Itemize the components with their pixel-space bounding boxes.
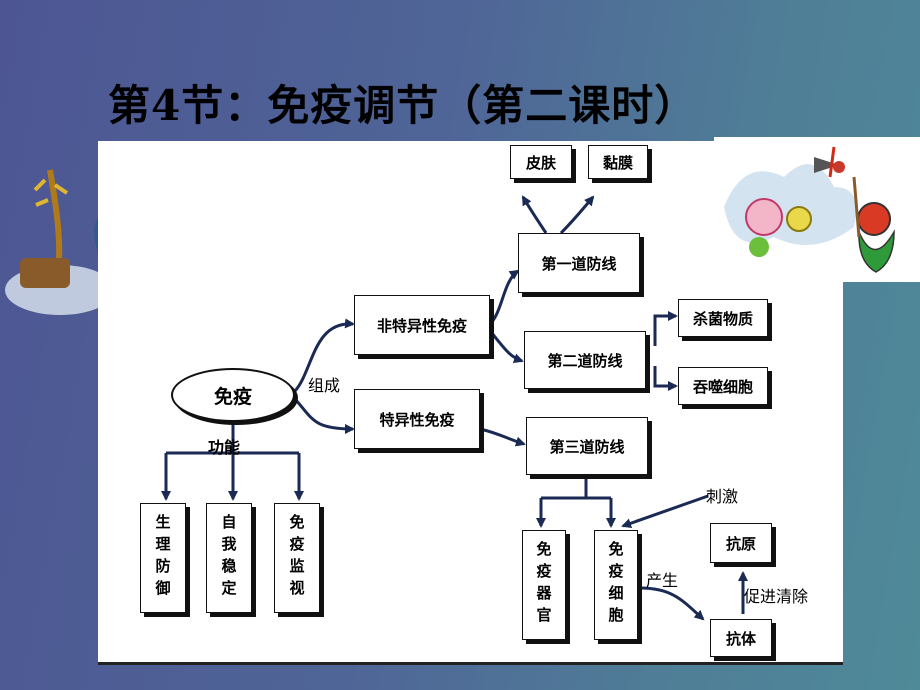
skin-node: 皮肤	[510, 145, 572, 179]
immune-organ-node: 免疫器官	[522, 530, 566, 640]
page-title: 第4节：免疫调节（第二课时）	[108, 81, 698, 130]
antibody-node: 抗体	[710, 619, 772, 657]
function-edge-label: 功能	[208, 438, 241, 457]
first-defense-line-node: 第一道防线	[518, 233, 640, 293]
immunity-root-node: 免疫	[171, 368, 295, 422]
compose-edge-label: 组成	[308, 376, 341, 395]
battle-cartoon-illustration	[714, 137, 920, 282]
specific-immunity-node: 特异性免疫	[354, 389, 480, 449]
self-stability-node: 自我稳定	[206, 503, 252, 613]
diagram-connectors	[161, 195, 748, 621]
phagocyte-node: 吞噬细胞	[678, 367, 768, 405]
immune-surveillance-node: 免疫监视	[274, 503, 320, 613]
promote-clearance-edge-label: 促进清除	[744, 587, 809, 606]
physiological-defense-node: 生理防御	[140, 503, 186, 613]
nonspecific-immunity-node: 非特异性免疫	[354, 295, 490, 355]
produce-edge-label: 产生	[646, 571, 679, 590]
second-defense-line-node: 第二道防线	[524, 331, 646, 389]
stimulate-edge-label: 刺激	[706, 487, 739, 506]
third-defense-line-node: 第三道防线	[526, 417, 648, 475]
immune-cell-node: 免疫细胞	[594, 530, 638, 640]
mucosa-node: 黏膜	[588, 145, 648, 179]
bactericide-node: 杀菌物质	[678, 299, 768, 337]
antigen-node: 抗原	[710, 523, 772, 563]
